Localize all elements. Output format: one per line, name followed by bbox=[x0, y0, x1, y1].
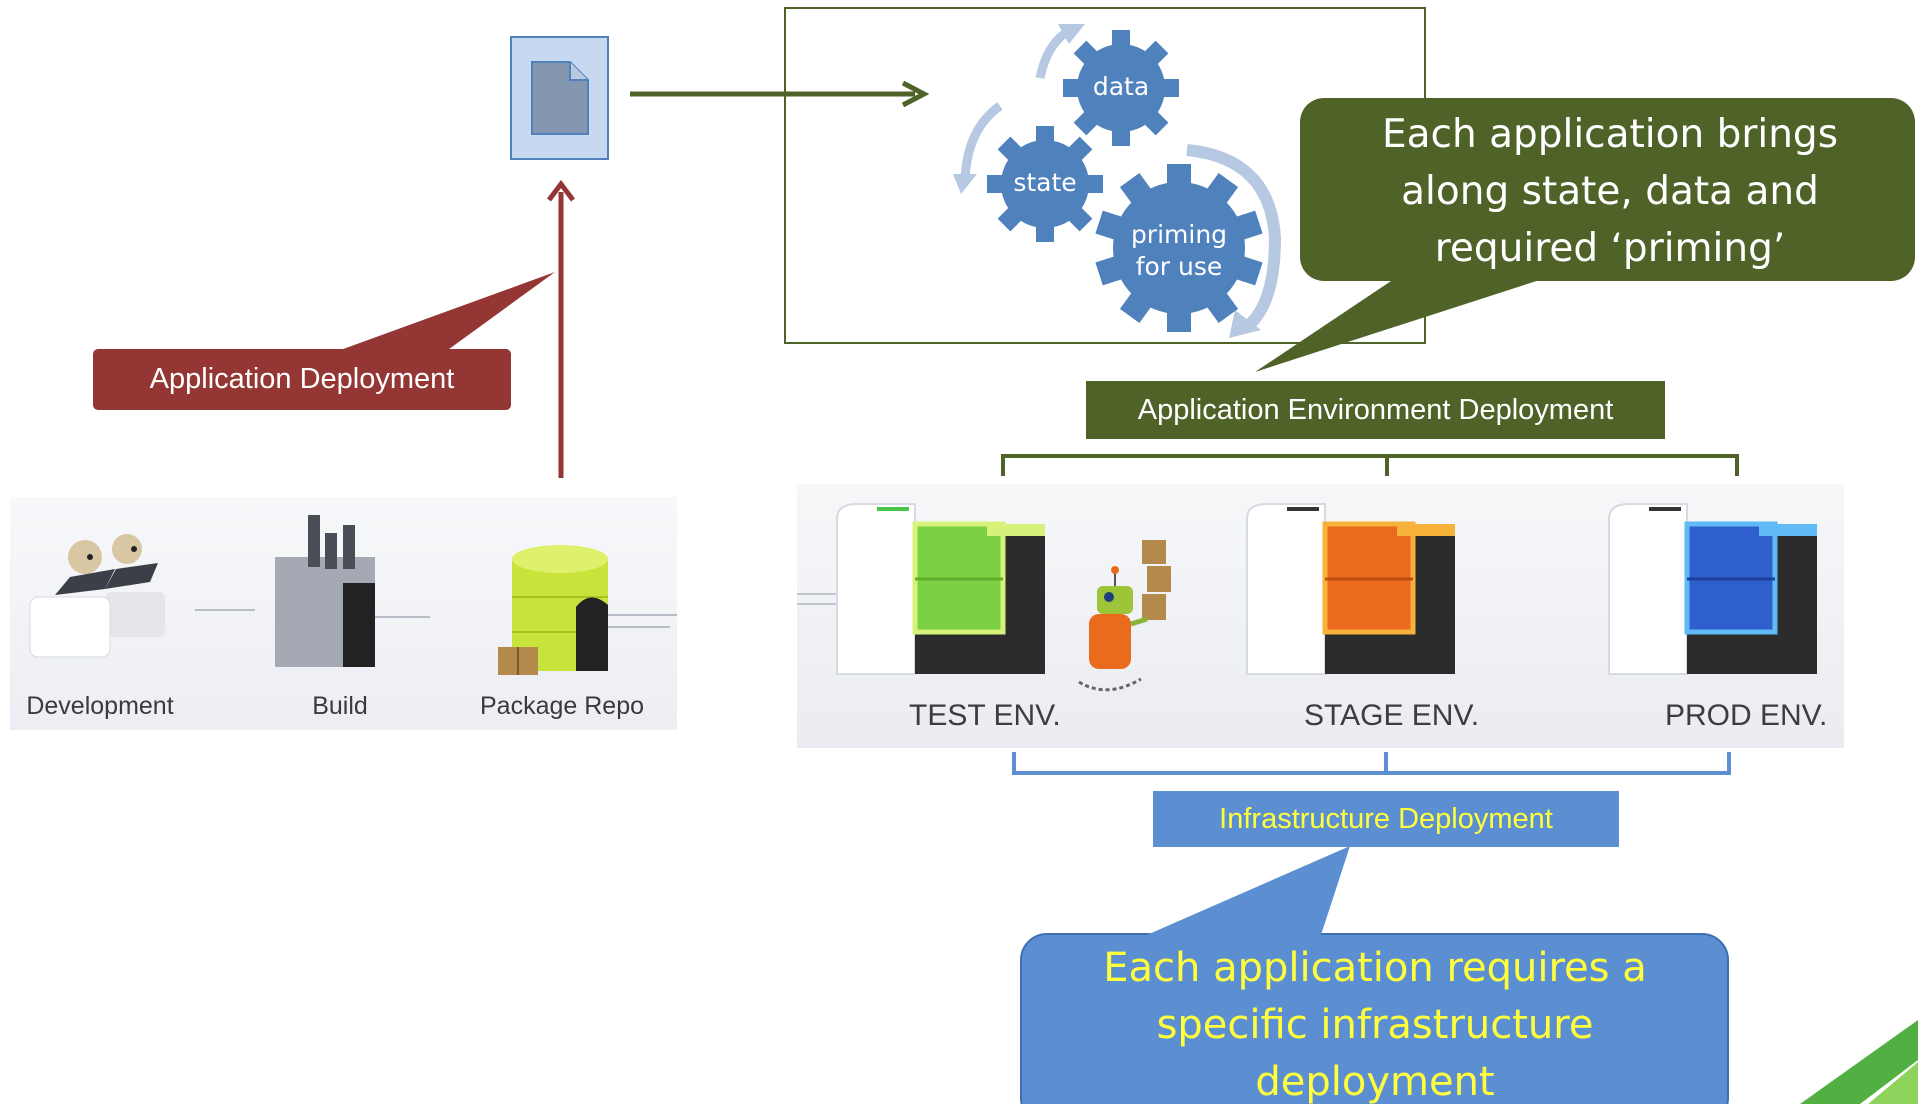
gear-label-priming-line2: for use bbox=[1135, 252, 1223, 281]
infrastructure-deployment-label: Infrastructure Deployment bbox=[1153, 791, 1619, 847]
green-callout-line: required ‘priming’ bbox=[1434, 226, 1786, 271]
app-deploy-callout-tail bbox=[335, 272, 555, 352]
env-label-prod: PROD ENV. bbox=[1665, 699, 1828, 732]
environments-illustration bbox=[797, 503, 1817, 692]
gear-label-priming: priming for use bbox=[1119, 219, 1239, 283]
infrastructure-bracket bbox=[1012, 752, 1731, 775]
stage-label-build: Build bbox=[312, 692, 368, 720]
database-icon bbox=[498, 545, 608, 675]
gear-cluster bbox=[953, 24, 1282, 338]
green-callout-line: Each application brings bbox=[1381, 112, 1839, 157]
cycle-arrow-left bbox=[960, 102, 1003, 179]
factory-icon bbox=[275, 515, 375, 667]
pipeline-strip: Development Build Package Repo bbox=[10, 497, 677, 730]
server-gate-icon bbox=[1246, 503, 1455, 675]
server-gate-icon bbox=[836, 503, 1045, 675]
cycle-arrow-right bbox=[1186, 144, 1282, 331]
pipeline-illustration bbox=[29, 515, 677, 675]
arrow-to-gears bbox=[630, 80, 930, 108]
developers-icon bbox=[29, 534, 165, 658]
gear-label-priming-line1: priming bbox=[1130, 220, 1228, 249]
server-gate-icon bbox=[1608, 503, 1817, 675]
blue-callout-text: Each application requires a specific inf… bbox=[1030, 940, 1720, 1111]
priming-gear bbox=[1095, 164, 1263, 332]
gear-label-data: data bbox=[1092, 72, 1150, 101]
arrow-to-document bbox=[547, 179, 575, 478]
document-icon bbox=[510, 36, 609, 160]
blue-callout-line: specific infrastructure bbox=[1156, 1002, 1594, 1048]
state-gear bbox=[987, 126, 1103, 242]
application-deployment-label: Application Deployment bbox=[93, 349, 511, 410]
green-callout-text: Each application brings along state, dat… bbox=[1310, 106, 1910, 277]
green-callout bbox=[1255, 98, 1915, 372]
robot-icon bbox=[1078, 540, 1171, 692]
stage-label-package-repo: Package Repo bbox=[480, 692, 645, 720]
environments-strip: TEST ENV. STAGE ENV. PROD ENV. bbox=[797, 484, 1844, 748]
gear-label-state: state bbox=[1013, 168, 1077, 197]
blue-callout-line: deployment bbox=[1255, 1059, 1495, 1105]
env-label-stage: STAGE ENV. bbox=[1304, 699, 1480, 732]
green-callout-line: along state, data and bbox=[1401, 169, 1819, 214]
blue-callout-line: Each application requires a bbox=[1103, 945, 1647, 991]
stage-label-development: Development bbox=[26, 692, 174, 720]
data-gear bbox=[1063, 30, 1179, 146]
application-environment-deployment-label: Application Environment Deployment bbox=[1086, 381, 1665, 439]
corner-stripe-icon bbox=[1800, 1020, 1918, 1104]
environment-bracket bbox=[1001, 454, 1739, 476]
env-label-test: TEST ENV. bbox=[909, 699, 1061, 732]
blue-callout bbox=[1020, 846, 1729, 1104]
